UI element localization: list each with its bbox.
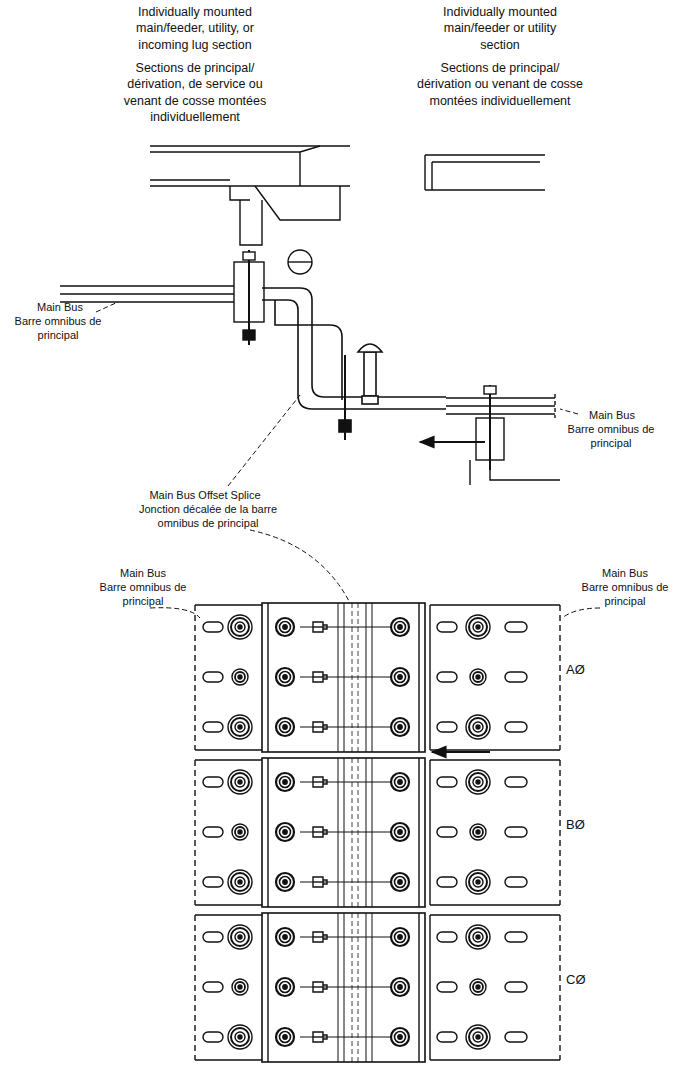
direction-arrow	[420, 441, 485, 443]
offset-splice	[262, 288, 446, 440]
left-housing	[150, 146, 350, 245]
section-heading: Individually mounted main/feeder, utilit…	[115, 4, 275, 53]
part-name: Main Bus Offset Splice	[105, 488, 305, 502]
part-name: Barre omnibus de principal	[14, 314, 102, 343]
right-housing	[425, 155, 545, 190]
main-bus-left	[60, 250, 312, 345]
section-heading: Sections de principal/ dérivation, de se…	[110, 60, 280, 125]
part-name: Barre omnibus de principal	[580, 580, 670, 609]
section-heading: Sections de principal/ dérivation ou ven…	[412, 60, 588, 109]
part-name: Barre omnibus de principal	[566, 422, 656, 451]
direction-arrow	[432, 751, 490, 753]
part-name: Main Bus	[20, 300, 100, 314]
section-heading: Individually mounted main/feeder or util…	[425, 4, 575, 53]
part-name: Main Bus	[98, 566, 188, 580]
phase-a-assembly	[195, 603, 560, 752]
part-name: Main Bus	[580, 566, 670, 580]
phase-label: AØ	[566, 662, 606, 679]
phase-label: BØ	[566, 817, 606, 834]
part-name: Main Bus	[572, 408, 652, 422]
main-bus-right	[446, 385, 560, 485]
part-name: Jonction décalée de la barre omnibus de …	[118, 502, 298, 531]
leader-lines	[96, 302, 600, 618]
phase-b-assembly	[195, 758, 560, 907]
phase-label: CØ	[566, 972, 606, 989]
phase-c-assembly	[195, 913, 560, 1062]
part-name: Barre omnibus de principal	[98, 580, 188, 609]
